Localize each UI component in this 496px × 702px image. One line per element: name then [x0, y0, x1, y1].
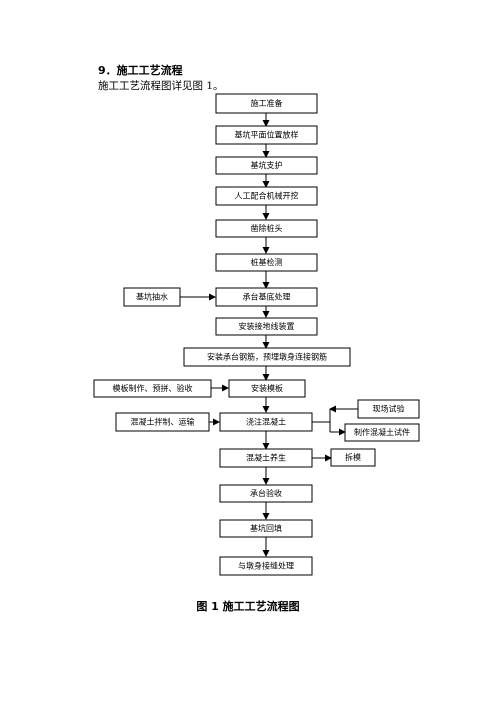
svg-text:桩基检测: 桩基检测: [251, 257, 283, 267]
side-concrete-mix: 混凝土拌制、运输: [115, 412, 210, 432]
side-demold: 拆模: [330, 448, 376, 467]
svg-text:承台验收: 承台验收: [250, 488, 282, 498]
svg-text:制作混凝土试件: 制作混凝土试件: [354, 427, 410, 437]
flow-step-9: 安装承台钢筋，预埋墩身连接钢筋: [183, 347, 351, 367]
flow-step-13: 承台验收: [219, 484, 313, 503]
side-formwork-prep: 模板制作、预拼、验收: [93, 379, 212, 398]
flow-step-14: 基坑回填: [219, 519, 313, 538]
flow-connectors: [180, 113, 358, 557]
section-heading: 9．施工工艺流程: [98, 64, 183, 77]
flow-step-15: 与墩身接缝处理: [219, 556, 313, 576]
svg-text:拆模: 拆模: [345, 452, 361, 462]
figure-caption: 图 1 施工工艺流程图: [196, 600, 300, 613]
svg-text:基坑支护: 基坑支护: [251, 160, 283, 170]
svg-text:现场试验: 现场试验: [373, 404, 405, 414]
svg-text:基坑抽水: 基坑抽水: [136, 292, 168, 302]
svg-text:混凝土拌制、运输: 混凝土拌制、运输: [131, 417, 195, 427]
svg-text:基坑平面位置放样: 基坑平面位置放样: [235, 130, 299, 140]
flow-step-7: 承台基底处理: [215, 287, 318, 307]
svg-text:安装接地线装置: 安装接地线装置: [239, 321, 295, 331]
flow-step-3: 基坑支护: [215, 156, 318, 175]
flow-step-4: 人工配合机械开挖: [215, 186, 318, 206]
svg-text:施工准备: 施工准备: [251, 98, 283, 108]
flow-step-2: 基坑平面位置放样: [215, 125, 318, 145]
side-pit-drain: 基坑抽水: [123, 287, 181, 307]
svg-text:人工配合机械开挖: 人工配合机械开挖: [235, 191, 299, 201]
svg-text:模板制作、预拼、验收: 模板制作、预拼、验收: [113, 383, 193, 393]
svg-text:混凝土养生: 混凝土养生: [246, 453, 286, 463]
flow-step-5: 凿除桩头: [215, 219, 318, 238]
side-specimen: 制作混凝土试件: [344, 423, 420, 442]
svg-text:浇注混凝土: 浇注混凝土: [246, 417, 286, 427]
svg-text:凿除桩头: 凿除桩头: [251, 223, 283, 233]
section-intro: 施工工艺流程图详见图 1。: [98, 80, 224, 92]
flow-step-6: 桩基检测: [215, 253, 318, 272]
side-site-test: 现场试验: [357, 399, 420, 419]
flow-step-12: 混凝土养生: [219, 448, 313, 468]
svg-text:基坑回填: 基坑回填: [250, 523, 282, 533]
svg-text:承台基底处理: 承台基底处理: [243, 292, 291, 302]
flow-step-8: 安装接地线装置: [215, 317, 318, 336]
flow-step-11: 浇注混凝土: [219, 412, 313, 432]
svg-text:安装承台钢筋，预埋墩身连接钢筋: 安装承台钢筋，预埋墩身连接钢筋: [207, 352, 327, 362]
svg-text:安装模板: 安装模板: [251, 383, 283, 393]
svg-text:与墩身接缝处理: 与墩身接缝处理: [238, 561, 294, 571]
flow-step-10: 安装模板: [228, 379, 306, 398]
flow-step-1: 施工准备: [215, 93, 318, 114]
